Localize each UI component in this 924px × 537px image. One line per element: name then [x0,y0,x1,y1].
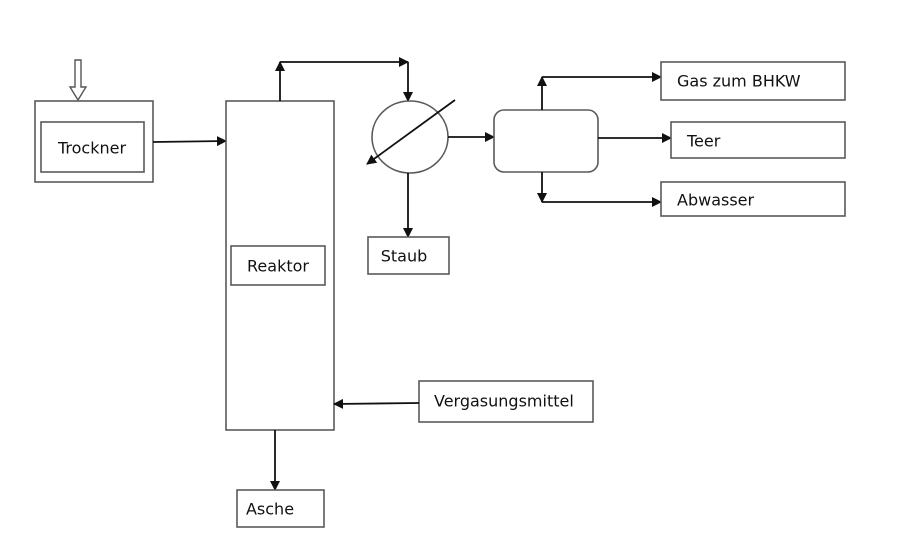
feed-hollow-arrow [68,59,88,102]
ash-node: Asche [236,489,325,528]
gas-label: Gas zum BHKW [677,72,801,91]
gas-node: Gas zum BHKW [660,61,846,101]
tar-node: Teer [670,121,846,159]
reactor-node: Reaktor [225,100,335,431]
ash-box [236,489,325,528]
gasifying-agent-node: Vergasungsmittel [418,380,594,423]
dust-node: Staub [367,236,450,275]
dryer-inner-box [40,121,145,173]
ash-label: Asche [246,500,294,519]
dust-label: Staub [381,247,428,266]
cooler-diagonal-arrow-icon [366,99,456,165]
tar-box [670,121,846,159]
arrow-agent-to-reactor [333,398,420,409]
wastewater-node: Abwasser [660,181,846,217]
dust-box [367,236,450,275]
wastewater-box [660,181,846,217]
gas-box [660,61,846,101]
reactor-label: Reaktor [247,257,309,276]
reactor-label-box [230,245,326,286]
gasifying-agent-box [418,380,594,423]
dryer-node: Trockner [34,100,154,183]
gasifying-agent-label: Vergasungsmittel [434,392,574,411]
wastewater-label: Abwasser [677,191,755,210]
separator-box [493,109,599,173]
tar-label: Teer [686,132,721,151]
arrow-dryer-to-reactor [152,136,227,147]
cooler-node [366,99,456,174]
cooler-circle [371,100,449,174]
dryer-label: Trockner [57,139,126,158]
